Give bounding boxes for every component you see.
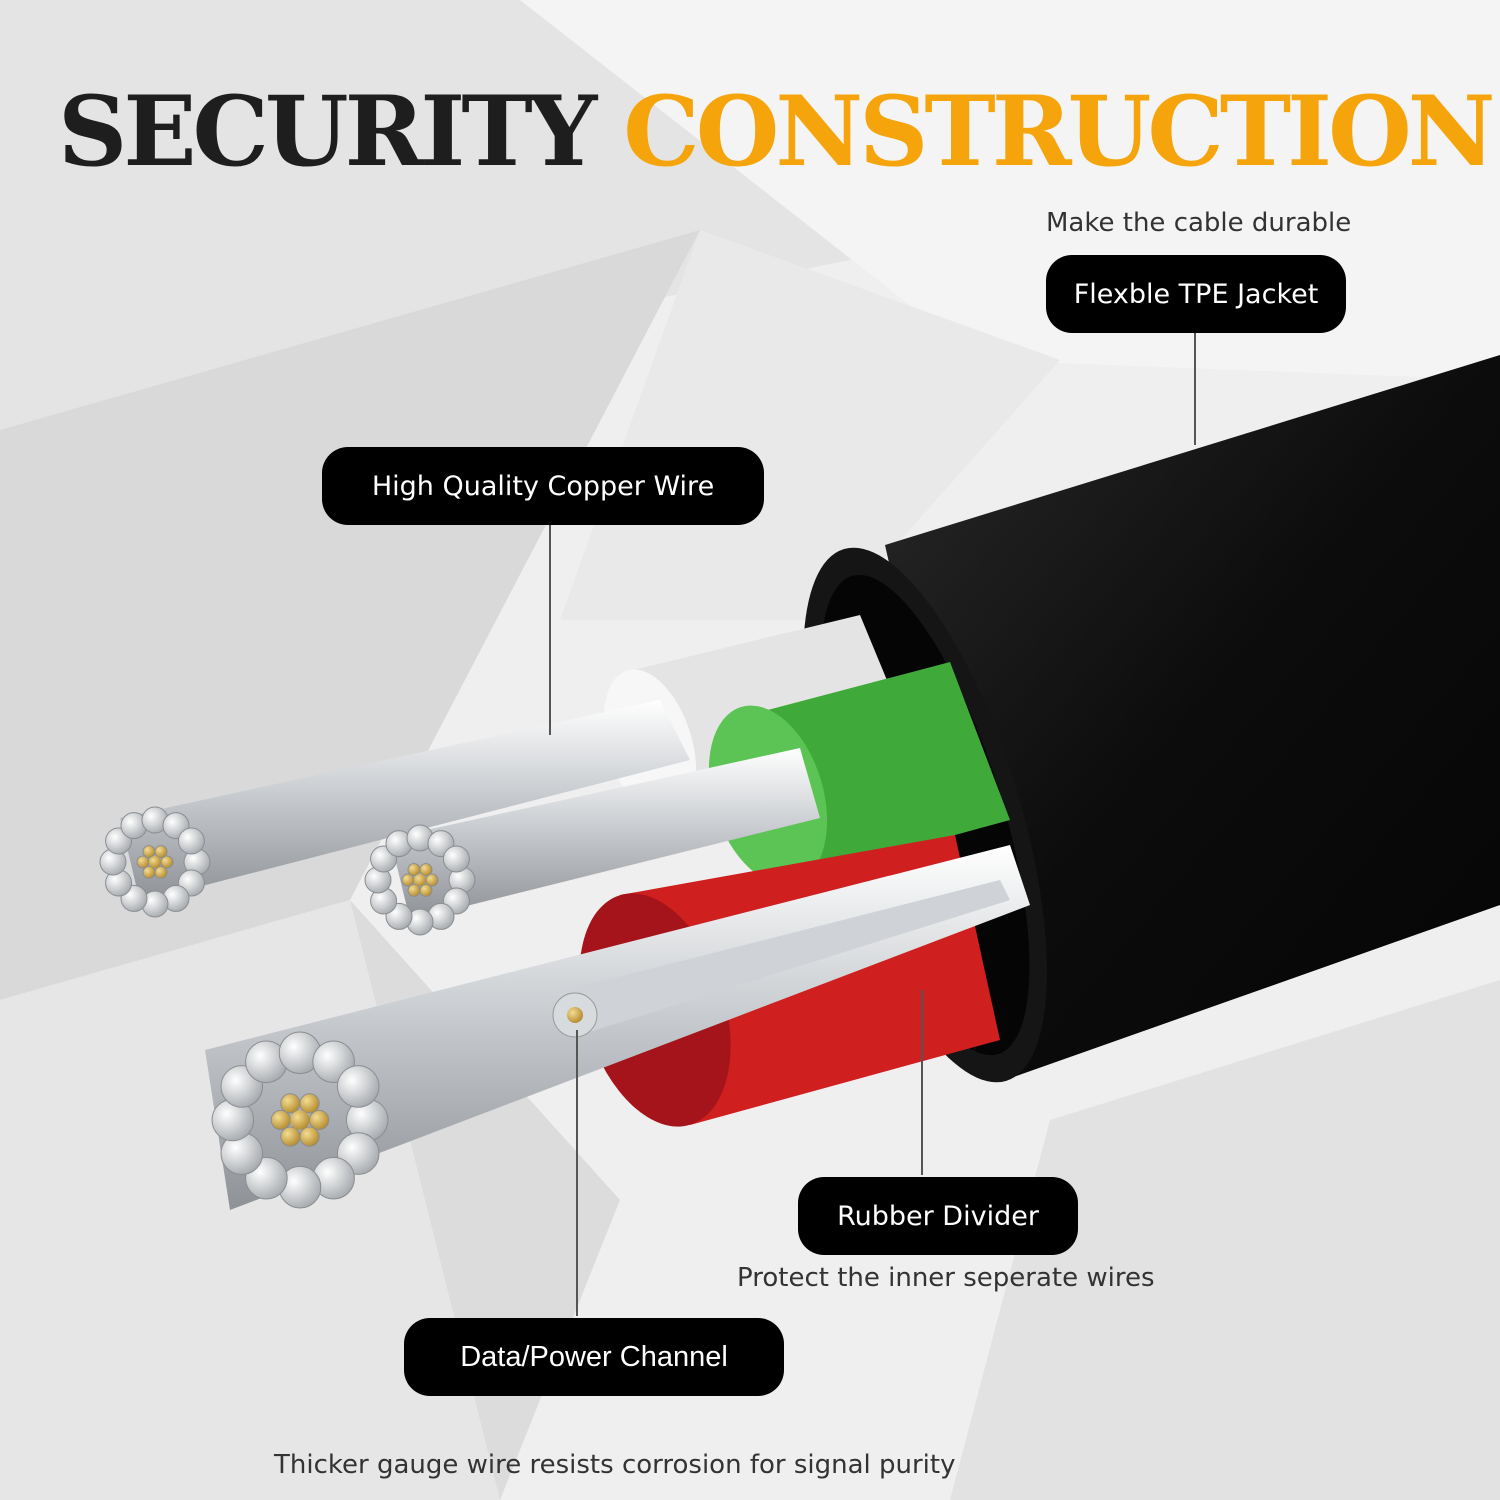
wire-bundle-upper-right [364,748,820,936]
data-power-channel-label: Data/Power Channel [404,1318,784,1396]
rubber-divider-caption: Protect the inner seperate wires [737,1263,1155,1293]
signal-wire [552,880,1010,1038]
leader-lines [549,333,1196,1316]
title-word-construction: CONSTRUCTION [623,75,1495,188]
copper-wire-label: High Quality Copper Wire [322,447,764,525]
jacket-caption: Make the cable durable [1046,208,1352,238]
jacket-label: Flexble TPE Jacket [1046,255,1346,333]
title-word-security: SECURITY [58,75,597,188]
rubber-divider-label: Rubber Divider [798,1177,1078,1255]
wire-bundle-upper-left [99,700,690,918]
data-power-channel-caption: Thicker gauge wire resists corrosion for… [274,1450,956,1480]
